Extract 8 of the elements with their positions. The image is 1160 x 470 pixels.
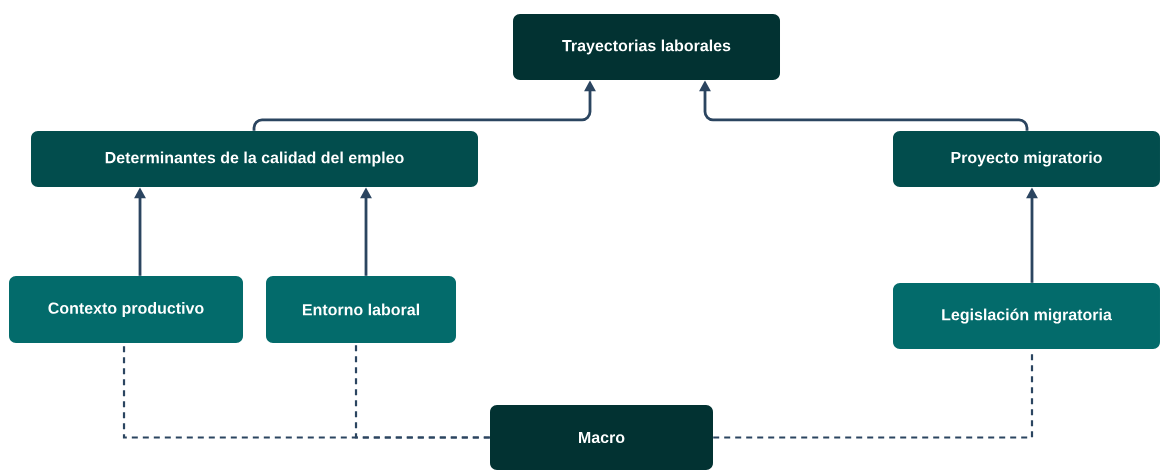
process-box: Determinantes de la calidad del empleo — [31, 131, 478, 187]
dashed-connector — [354, 343, 490, 439]
process-box: Entorno laboral — [266, 276, 456, 343]
process-box: Contexto productivo — [9, 276, 243, 343]
process-box: Legislación migratoria — [893, 283, 1160, 349]
process-box: Macro — [490, 405, 713, 470]
process-box: Proyecto migratorio — [893, 131, 1160, 187]
process-box: Trayectorias laborales — [513, 14, 780, 80]
